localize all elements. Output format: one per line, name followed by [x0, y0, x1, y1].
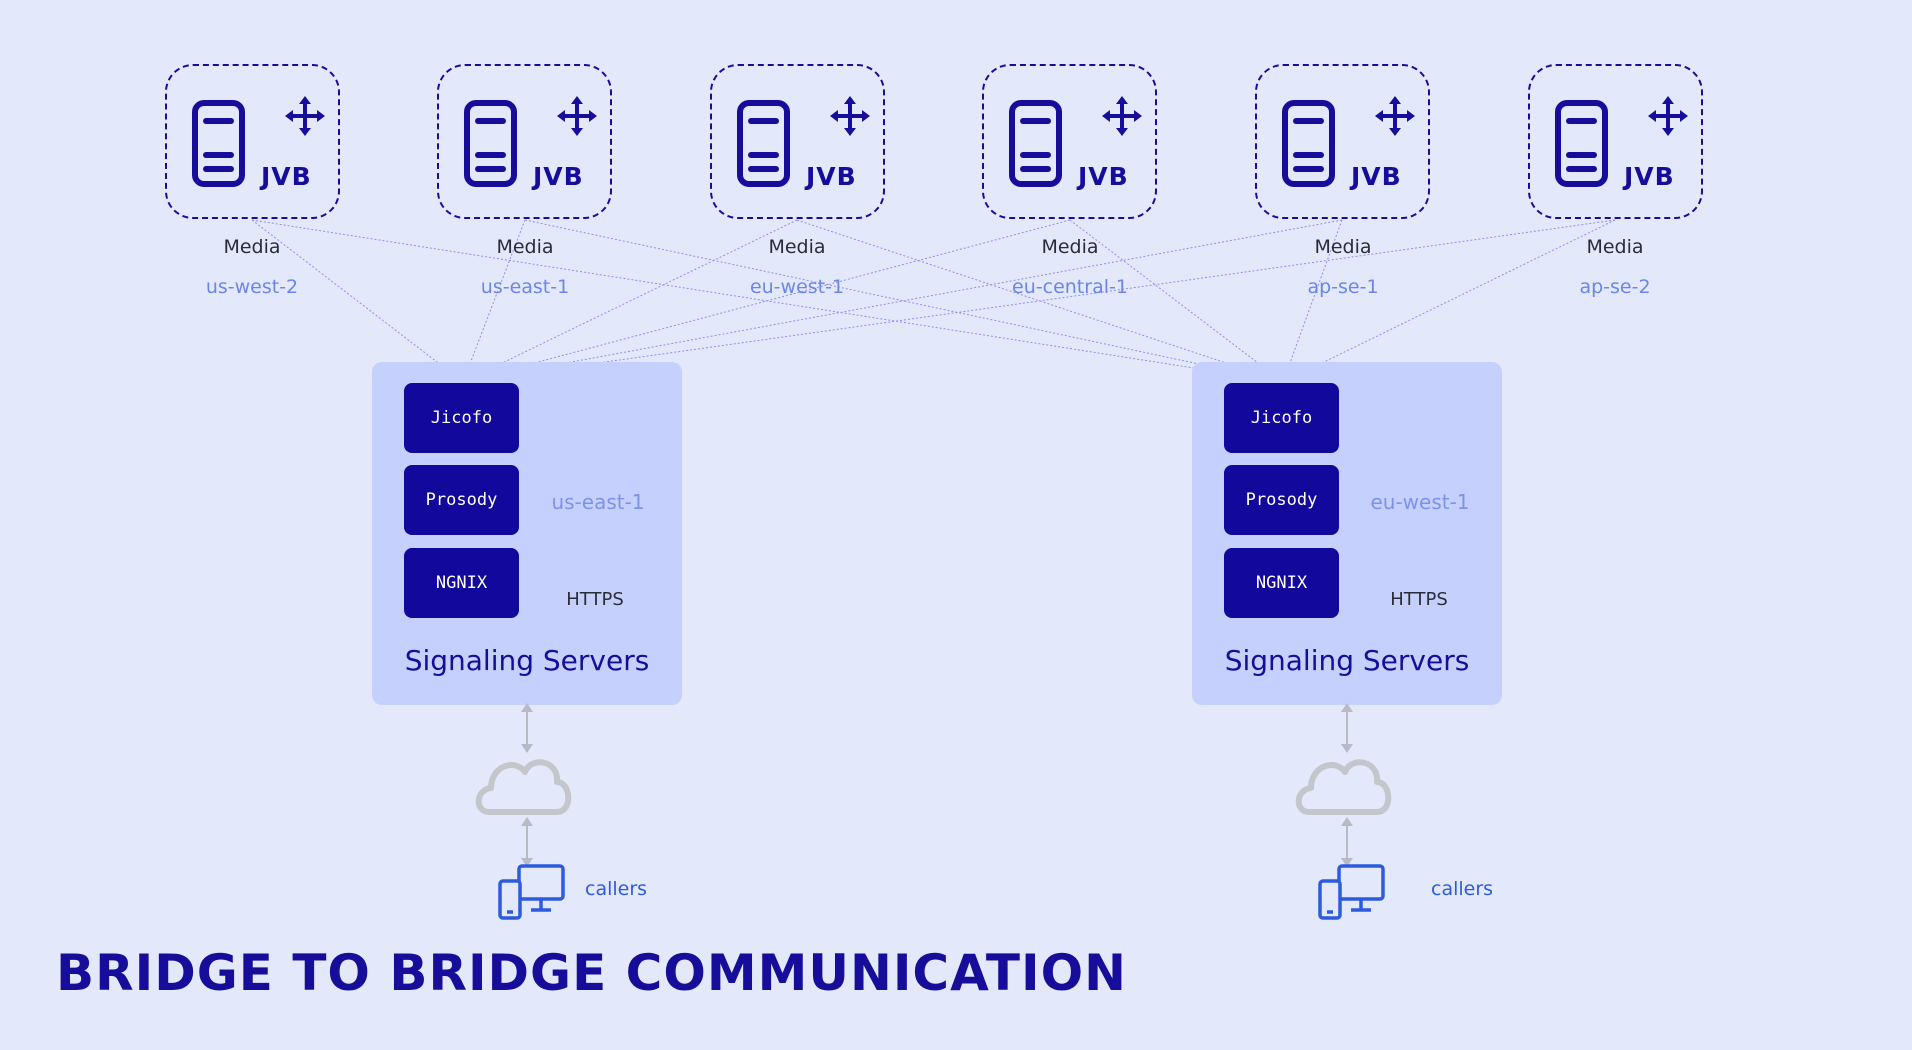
move-arrows-icon [285, 96, 325, 136]
jvb-label: JVB [806, 162, 857, 191]
region-label: us-west-2 [205, 276, 299, 298]
prosody-box: Prosody [404, 465, 519, 535]
region-label: ap-se-1 [1307, 276, 1379, 298]
media-link-line [462, 219, 526, 383]
signaling-servers-panel: Jicofo Prosody NGNIX eu-west-1 HTTPS Sig… [1192, 362, 1502, 705]
jicofo-box: Jicofo [404, 383, 519, 453]
server-icon [1009, 100, 1062, 187]
signaling-servers-title: Signaling Servers [404, 644, 650, 677]
media-link-line [462, 219, 1343, 383]
cloud-icon [1295, 759, 1392, 815]
media-label: Media [1586, 236, 1644, 258]
jvb-node: JVB [437, 64, 612, 219]
jvb-node: JVB [982, 64, 1157, 219]
https-label: HTTPS [566, 589, 624, 610]
move-arrows-icon [830, 96, 870, 136]
jvb-label: JVB [1351, 162, 1402, 191]
panel-region-label: us-east-1 [551, 490, 645, 514]
media-link-line [462, 219, 1616, 383]
media-link-line [462, 219, 1071, 383]
jvb-label: JVB [533, 162, 584, 191]
jvb-node: JVB [1255, 64, 1430, 219]
double-arrow-icon [1341, 703, 1353, 753]
region-label: eu-west-1 [749, 276, 845, 298]
move-arrows-icon [1375, 96, 1415, 136]
media-link-line [462, 219, 798, 383]
https-label: HTTPS [1390, 589, 1448, 610]
server-icon [1555, 100, 1608, 187]
jvb-icons [737, 96, 870, 187]
media-link-line [1282, 219, 1616, 383]
jvb-node: JVB [165, 64, 340, 219]
media-link-line [251, 219, 464, 383]
jvb-label: JVB [261, 162, 312, 191]
jvb-node: JVB [1528, 64, 1703, 219]
client-path [475, 703, 572, 920]
client-path [1295, 703, 1392, 920]
jvb-icons [1282, 96, 1415, 187]
server-icon [737, 100, 790, 187]
region-label: eu-central-1 [1012, 276, 1128, 298]
jvb-icons [464, 96, 597, 187]
signaling-servers-panel: Jicofo Prosody NGNIX us-east-1 HTTPS Sig… [372, 362, 682, 705]
callers-label: callers [1431, 878, 1494, 900]
media-label: Media [223, 236, 281, 258]
media-label: Media [1041, 236, 1099, 258]
callers-label: callers [585, 878, 648, 900]
jvb-node: JVB [710, 64, 885, 219]
double-arrow-icon [521, 817, 533, 867]
panel-region-label: eu-west-1 [1370, 490, 1470, 514]
double-arrow-icon [521, 703, 533, 753]
jvb-label: JVB [1624, 162, 1675, 191]
devices-icon [1318, 864, 1385, 920]
diagram-title: BRIDGE TO BRIDGE COMMUNICATION [56, 944, 1127, 1002]
jvb-icons [192, 96, 325, 187]
media-label: Media [768, 236, 826, 258]
jvb-icons [1009, 96, 1142, 187]
devices-icon [498, 864, 565, 920]
server-icon [464, 100, 517, 187]
jvb-label: JVB [1078, 162, 1129, 191]
server-icon [1282, 100, 1335, 187]
jicofo-box: Jicofo [1224, 383, 1339, 453]
media-label: Media [496, 236, 554, 258]
prosody-box: Prosody [1224, 465, 1339, 535]
media-link-line [524, 219, 1284, 383]
media-link-line [1282, 219, 1343, 383]
move-arrows-icon [557, 96, 597, 136]
move-arrows-icon [1648, 96, 1688, 136]
double-arrow-icon [1341, 817, 1353, 867]
nginx-box: NGNIX [404, 548, 519, 618]
jvb-icons [1555, 96, 1688, 187]
nginx-box: NGNIX [1224, 548, 1339, 618]
cloud-icon [475, 759, 572, 815]
region-label: us-east-1 [480, 276, 570, 298]
media-link-line [1069, 219, 1284, 383]
move-arrows-icon [1102, 96, 1142, 136]
region-label: ap-se-2 [1579, 276, 1651, 298]
media-label: Media [1314, 236, 1372, 258]
server-icon [192, 100, 245, 187]
signaling-servers-title: Signaling Servers [1224, 644, 1470, 677]
